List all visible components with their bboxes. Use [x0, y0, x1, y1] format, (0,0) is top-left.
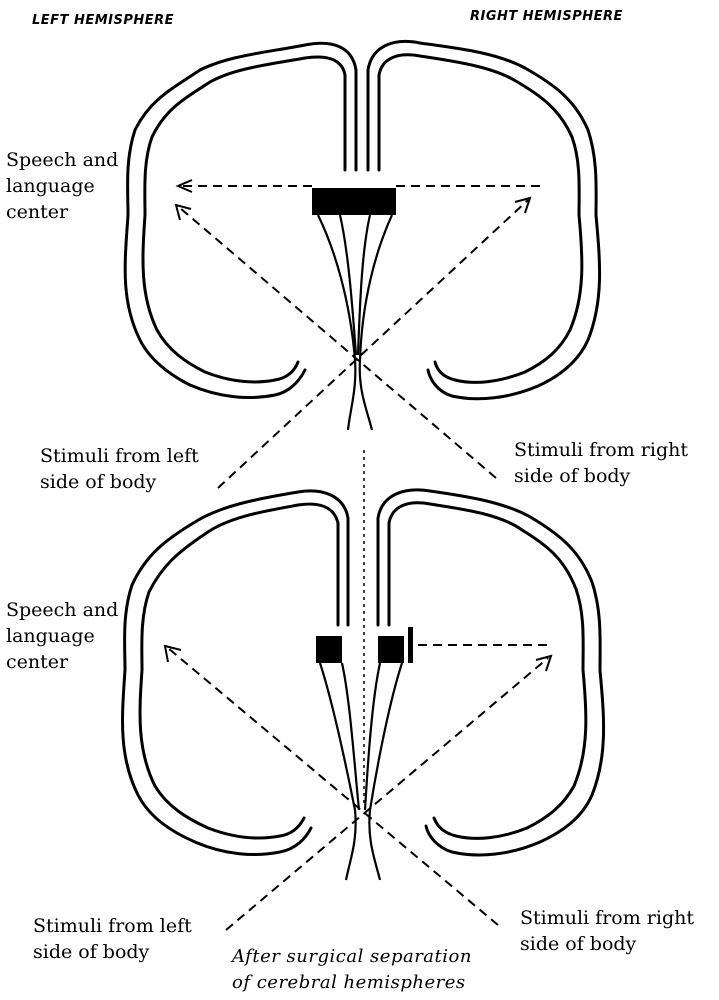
bottom-stimuli-left-line-1: Stimuli from left [33, 915, 192, 937]
left-hemisphere-heading: LEFT HEMISPHERE [32, 13, 174, 28]
top-speech-line-1: Speech and [6, 149, 118, 171]
top-stimuli-left-line-2: side of body [40, 471, 157, 493]
top-stimuli-left-label: Stimuli from left side of body [40, 445, 205, 493]
top-corpus-callosum [312, 188, 396, 215]
top-stimuli-right-label: Stimuli from right side of body [514, 439, 694, 487]
bottom-callosum-left-block [316, 636, 342, 663]
bottom-stimuli-right-line-2: side of body [520, 933, 637, 955]
top-right-stimulus-path [180, 208, 496, 478]
bottom-brainstem-left [320, 663, 356, 880]
top-right-hemisphere-outer [368, 41, 600, 398]
bottom-blocked-path-bar [408, 627, 413, 663]
bottom-left-hemisphere-outer [123, 491, 348, 855]
bottom-right-hemisphere-outer [378, 490, 604, 855]
caption-line-1: After surgical separation [230, 946, 472, 967]
top-speech-line-2: language [6, 175, 95, 197]
bottom-callosum-right-block [378, 636, 404, 663]
bottom-speech-line-3: center [6, 651, 69, 673]
top-brain [125, 41, 599, 488]
bottom-left-stimulus-path [226, 658, 548, 930]
top-left-hemisphere-inner [143, 57, 345, 382]
bottom-right-stimulus-path [168, 648, 498, 925]
top-speech-label: Speech and language center [6, 149, 124, 223]
top-speech-line-3: center [6, 201, 69, 223]
top-left-stimulus-path [218, 200, 528, 488]
caption-line-2: of cerebral hemispheres [232, 972, 466, 993]
top-stimuli-right-line-2: side of body [514, 465, 631, 487]
bottom-speech-line-1: Speech and [6, 599, 118, 621]
bottom-arrowhead-right [536, 656, 551, 671]
bottom-stimuli-left-label: Stimuli from left side of body [33, 915, 198, 963]
top-brainstem-left [318, 215, 355, 430]
bottom-stimuli-left-line-2: side of body [33, 941, 150, 963]
bottom-brainstem-inner-right [365, 663, 380, 810]
bottom-speech-line-2: language [6, 625, 95, 647]
bottom-right-hemisphere-inner [389, 503, 586, 839]
top-stimuli-left-line-1: Stimuli from left [40, 445, 199, 467]
bottom-left-hemisphere-inner [140, 504, 338, 838]
top-stimuli-right-line-1: Stimuli from right [514, 439, 688, 461]
bottom-stimuli-right-label: Stimuli from right side of body [520, 907, 700, 955]
top-arrowhead-left-diag [176, 205, 191, 220]
bottom-arrowhead-left [165, 646, 181, 662]
bottom-brain [123, 450, 604, 930]
right-hemisphere-heading: RIGHT HEMISPHERE [470, 9, 623, 24]
surgical-separation-caption: After surgical separation of cerebral he… [230, 946, 478, 993]
bottom-speech-label: Speech and language center [6, 599, 124, 673]
top-right-hemisphere-inner [379, 55, 582, 383]
bottom-stimuli-right-line-1: Stimuli from right [520, 907, 694, 929]
